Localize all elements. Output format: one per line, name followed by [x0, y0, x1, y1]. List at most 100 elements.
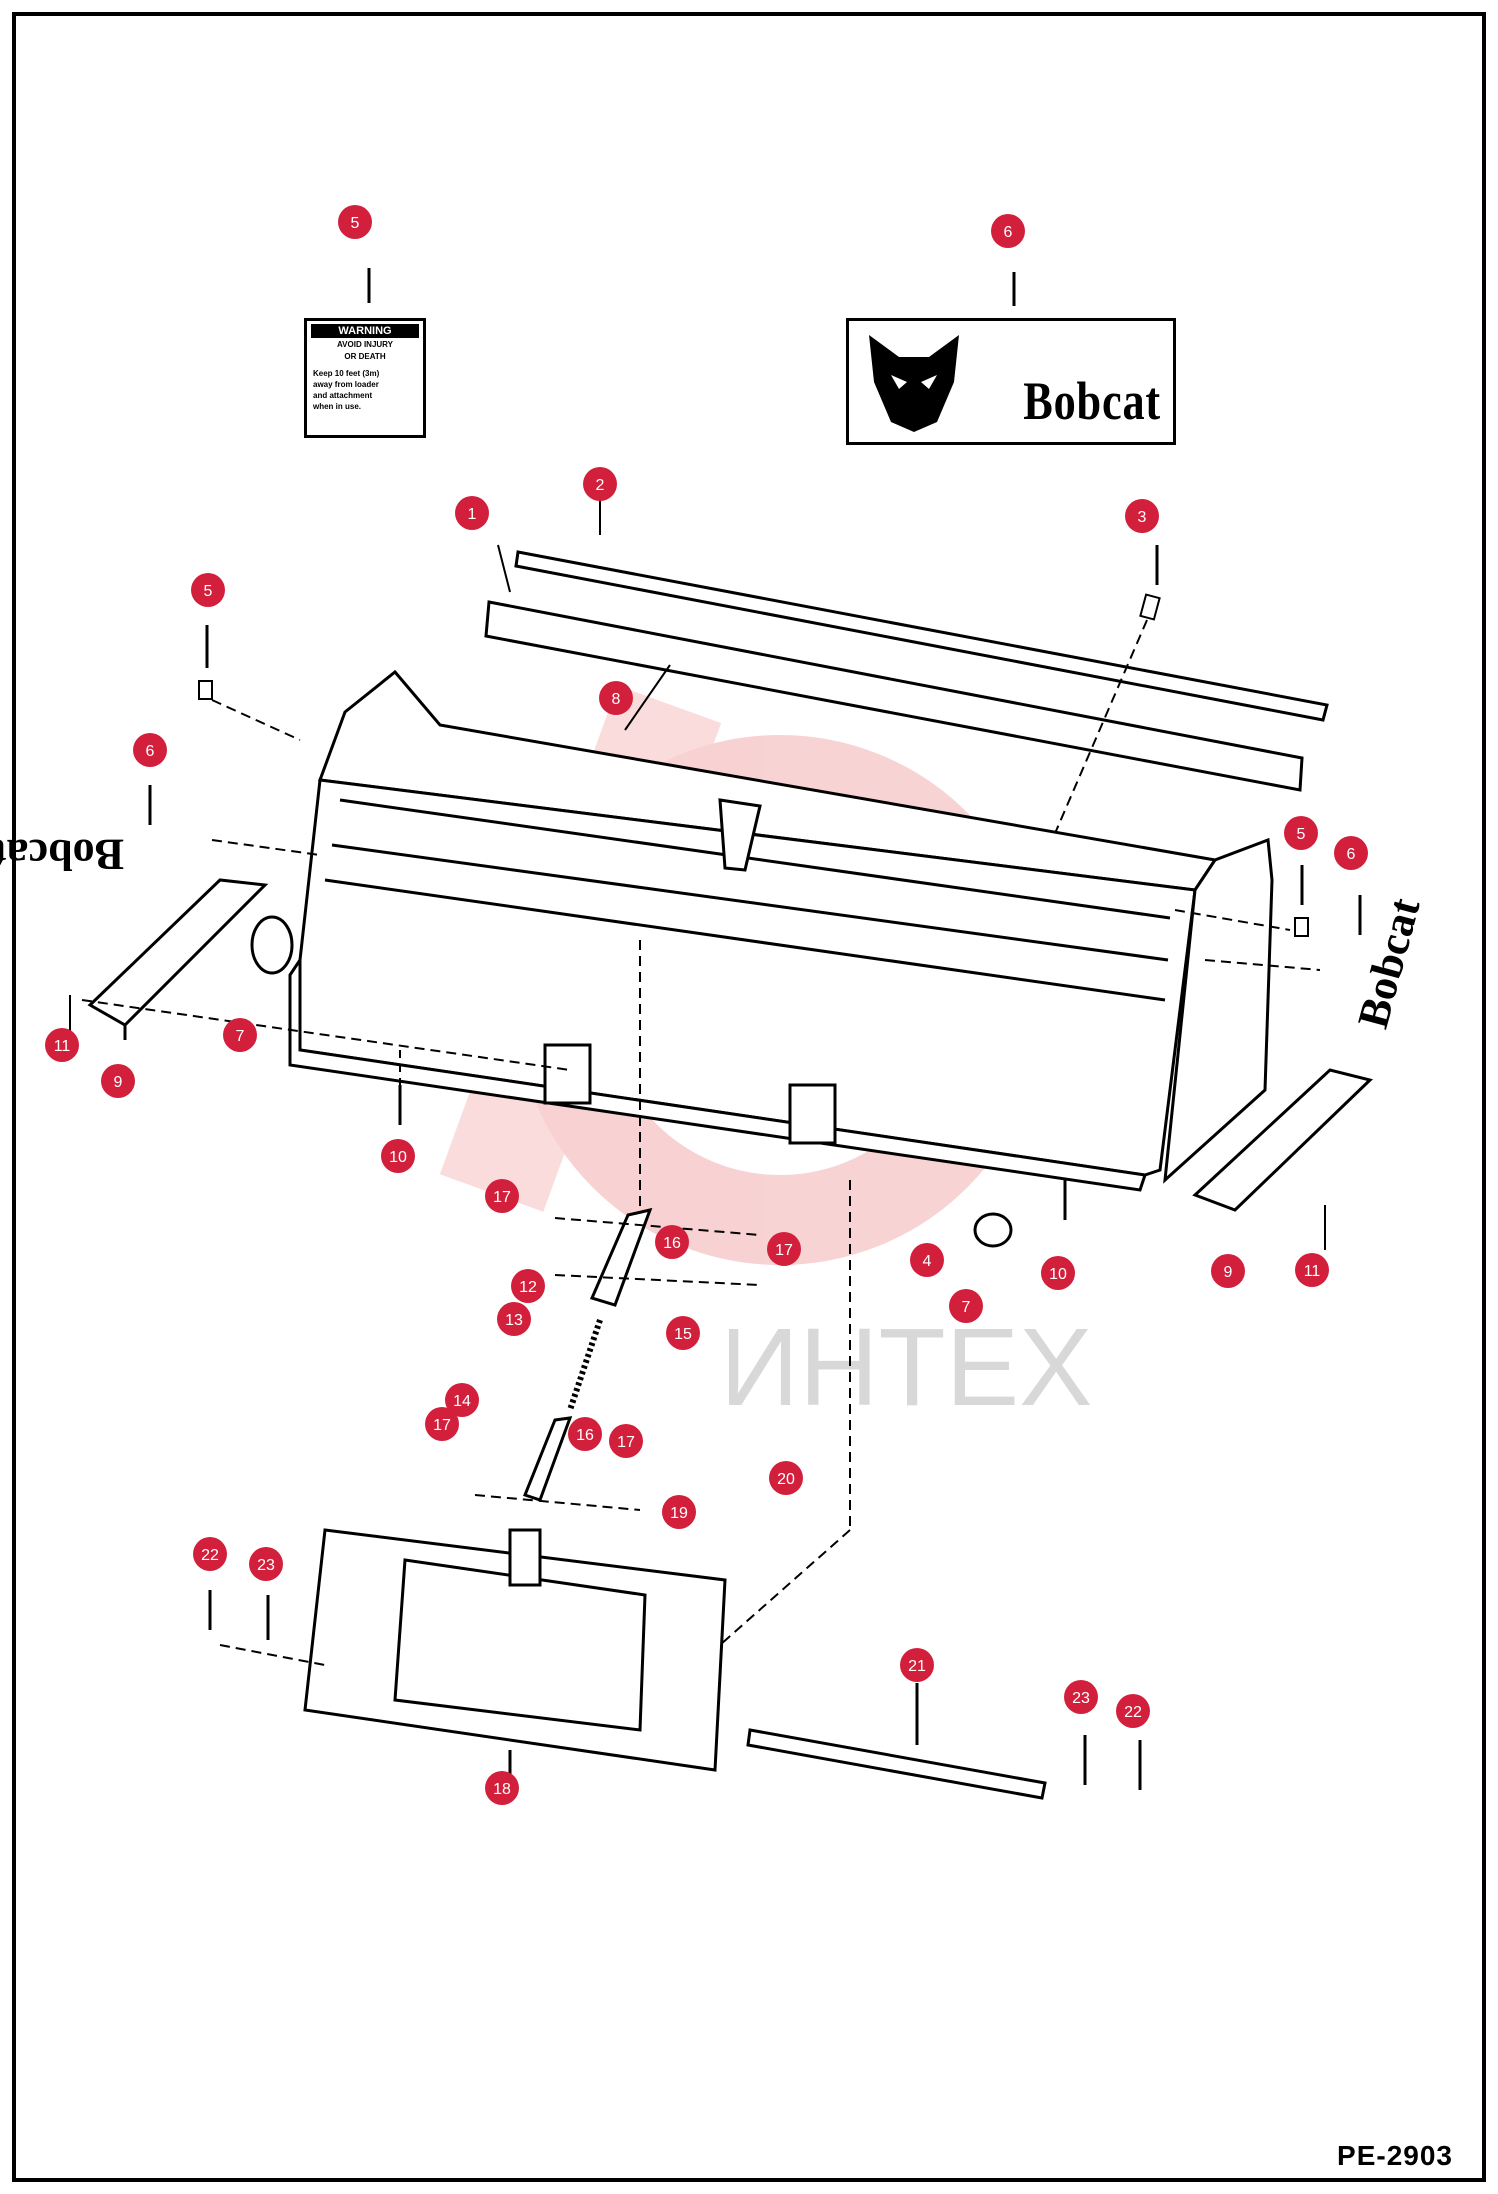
callout-bubble [1041, 1256, 1075, 1290]
callout-label: 22 [201, 1547, 219, 1564]
callout-14: 14 [445, 1383, 479, 1417]
callout-7: 7 [949, 1289, 983, 1323]
callout-1: 1 [455, 496, 489, 530]
callout-label: 17 [433, 1417, 451, 1434]
callout-3: 3 [1125, 499, 1159, 533]
skid-shoe-left [87, 878, 269, 1040]
callout-bubble [425, 1407, 459, 1441]
callout-bubble [45, 1028, 79, 1062]
callout-17: 17 [767, 1232, 801, 1266]
callout-bubble [193, 1537, 227, 1571]
cutting-edge-strip [514, 550, 1329, 722]
callout-bubble [767, 1232, 801, 1266]
callout-label: 9 [114, 1074, 123, 1091]
callout-label: 20 [777, 1471, 795, 1488]
watermark-text: ИНТЕХ [720, 1306, 1092, 1429]
callout-13: 13 [497, 1302, 531, 1336]
warning-header: WARNING [311, 324, 419, 338]
callout-label: 11 [1304, 1263, 1321, 1280]
callout-label: 23 [1072, 1690, 1090, 1707]
callout-label: 19 [670, 1505, 688, 1522]
callout-5: 5 [338, 205, 372, 239]
callout-bubble [949, 1289, 983, 1323]
callout-label: 14 [453, 1393, 471, 1410]
callout-label: 17 [617, 1434, 635, 1451]
callout-10: 10 [381, 1139, 415, 1173]
callout-23: 23 [1064, 1680, 1098, 1714]
callout-label: 10 [1049, 1266, 1067, 1283]
callout-7: 7 [223, 1018, 257, 1052]
callout-bubble [497, 1302, 531, 1336]
callout-bubble [1211, 1254, 1245, 1288]
callout-bubble [666, 1316, 700, 1350]
callout-label: 22 [1124, 1704, 1142, 1721]
callout-label: 11 [54, 1038, 71, 1055]
brand-text: Bobcat [1023, 371, 1161, 431]
callout-label: 4 [923, 1253, 932, 1270]
callout-2: 2 [583, 467, 617, 501]
callout-bubble [1284, 816, 1318, 850]
callout-5: 5 [1284, 816, 1318, 850]
bucket-body [288, 669, 1274, 1192]
callout-bubble [445, 1383, 479, 1417]
callout-17: 17 [485, 1179, 519, 1213]
callout-bubble [485, 1771, 519, 1805]
callout-bubble [223, 1018, 257, 1052]
side-decal-left: Bobcat [0, 830, 124, 879]
callout-bubble [511, 1269, 545, 1303]
callout-6: 6 [133, 733, 167, 767]
callout-17: 17 [609, 1424, 643, 1458]
callout-label: 9 [1224, 1264, 1233, 1281]
callout-bubble [910, 1243, 944, 1277]
callout-bubble [101, 1064, 135, 1098]
callout-bubble [1125, 499, 1159, 533]
callout-23: 23 [249, 1547, 283, 1581]
callout-label: 13 [505, 1312, 523, 1329]
callout-bubble [1334, 836, 1368, 870]
callout-21: 21 [900, 1648, 934, 1682]
callout-20: 20 [769, 1461, 803, 1495]
warning-body-line: and attachment [313, 391, 373, 400]
callout-bubble [609, 1424, 643, 1458]
callout-22: 22 [193, 1537, 227, 1571]
bobcat-head-icon [869, 335, 959, 432]
callout-18: 18 [485, 1771, 519, 1805]
callout-label: 1 [468, 506, 477, 523]
callout-label: 23 [257, 1557, 275, 1574]
callout-label: 7 [962, 1299, 971, 1316]
callout-label: 17 [775, 1242, 793, 1259]
callout-bubble [1295, 1253, 1329, 1287]
callout-label: 8 [612, 691, 621, 708]
callout-10: 10 [1041, 1256, 1075, 1290]
callout-bubble [655, 1225, 689, 1259]
callout-label: 6 [146, 743, 155, 760]
pin [746, 1728, 1047, 1800]
callout-11: 11 [45, 1028, 79, 1062]
callout-label: 3 [1138, 509, 1147, 526]
warning-line1: AVOID INJURY [336, 340, 393, 349]
callout-bubble [485, 1179, 519, 1213]
callout-bubble [568, 1417, 602, 1451]
warning-line2: OR DEATH [344, 352, 386, 361]
warning-body-line: away from loader [313, 380, 379, 389]
callout-4: 4 [910, 1243, 944, 1277]
callout-bubble [381, 1139, 415, 1173]
bucket-mount-plates [543, 798, 837, 1145]
callout-label: 17 [493, 1189, 511, 1206]
callout-16: 16 [655, 1225, 689, 1259]
document-code: PE-2903 [1337, 2140, 1453, 2171]
callout-bubble [662, 1495, 696, 1529]
callout-label: 5 [204, 583, 213, 600]
callout-6: 6 [991, 214, 1025, 248]
warning-decal: WARNING AVOID INJURY OR DEATH Keep 10 fe… [304, 318, 426, 438]
callout-bubble [1064, 1680, 1098, 1714]
callout-19: 19 [662, 1495, 696, 1529]
callout-6: 6 [1334, 836, 1368, 870]
skid-shoe-right [1192, 1068, 1373, 1212]
warning-body-line: Keep 10 feet (3m) [313, 369, 380, 378]
wear-edge [484, 600, 1304, 792]
callout-bubble [191, 573, 225, 607]
warning-body: Keep 10 feet (3m) away from loader and a… [313, 368, 417, 412]
